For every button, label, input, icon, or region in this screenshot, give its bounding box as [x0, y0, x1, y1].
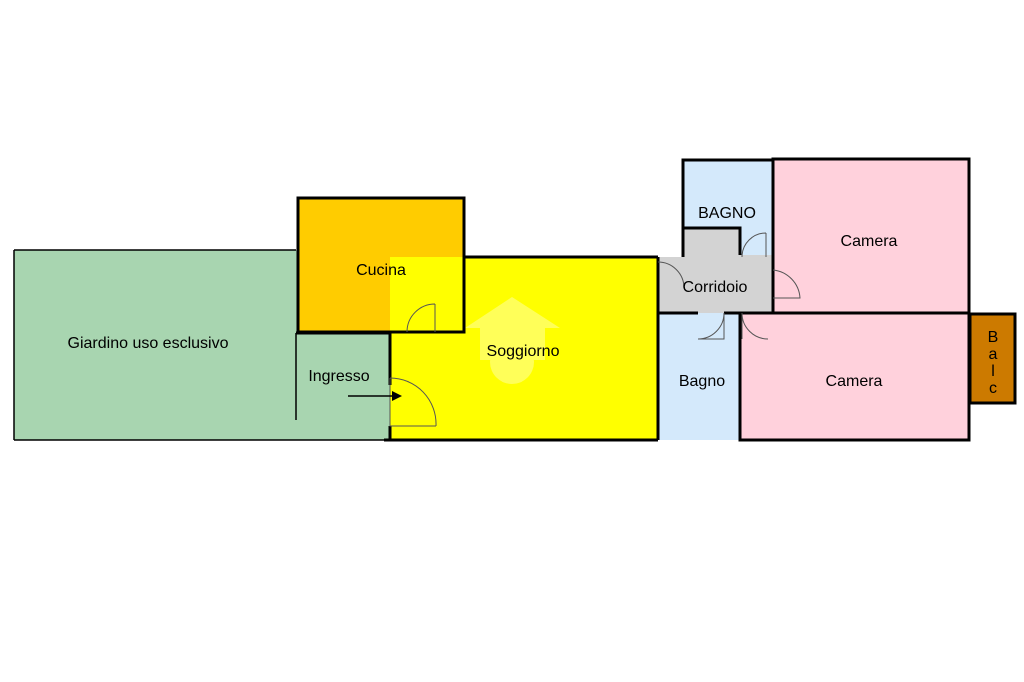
label-soggiorno: Soggiorno: [487, 343, 560, 360]
room-bagno-bottom[interactable]: [658, 313, 740, 440]
door-swing-icon: [406, 303, 436, 333]
doors: [389, 232, 801, 427]
room-corridoio[interactable]: [658, 228, 773, 313]
room-camera-top[interactable]: [773, 159, 969, 313]
door-swing-icon: [741, 312, 769, 340]
room-camera-bottom[interactable]: [740, 313, 969, 440]
label-giardino: Giardino uso esclusivo: [68, 335, 229, 352]
room-soggiorno-upper: [464, 257, 658, 333]
room-bagno-top[interactable]: [683, 160, 773, 228]
room-bagno-top-side: [740, 228, 773, 255]
door-swing-icon: [741, 232, 767, 258]
label-balcone-1: B: [988, 329, 999, 346]
room-balcone[interactable]: [970, 314, 1015, 403]
label-balcone-3: l: [991, 363, 995, 380]
label-corridoio: Corridoio: [683, 279, 748, 296]
door-swing-icon: [697, 312, 725, 340]
label-camera-top: Camera: [841, 233, 898, 250]
label-bagno-bottom: Bagno: [679, 373, 725, 390]
room-ingresso[interactable]: [296, 333, 390, 440]
label-balcone-4: c: [989, 380, 997, 397]
door-swing-icon: [772, 269, 801, 299]
door-swing-icon: [657, 261, 685, 289]
label-ingresso: Ingresso: [308, 368, 369, 385]
label-bagno-top: BAGNO: [698, 205, 756, 222]
label-balcone-2: a: [989, 346, 998, 363]
label-cucina: Cucina: [356, 262, 406, 279]
label-camera-bottom: Camera: [826, 373, 883, 390]
door-swing-icon: [389, 377, 437, 427]
walls: [13, 157, 1017, 442]
watermark-house-icon: [465, 297, 560, 384]
entrance-arrow-icon: [348, 391, 402, 401]
